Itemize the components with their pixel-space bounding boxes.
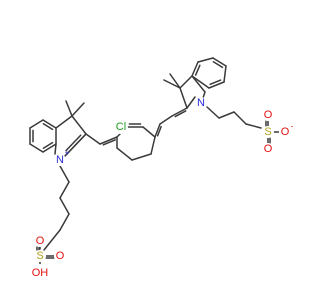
- vinyl-right-1: [159, 115, 173, 125]
- left-chain-5: [43, 229, 61, 251]
- right-chain-3: [233, 111, 247, 125]
- nitrogen-atom-left: N +: [54, 149, 70, 166]
- exocyclic-double: [154, 123, 161, 138]
- vinyl-left-2: [99, 136, 118, 145]
- sulfur-label-right: S: [264, 126, 271, 138]
- hydroxyl-label: OH: [32, 267, 49, 279]
- right-methyl-2: [169, 73, 181, 89]
- sulfur-label-left: S: [36, 250, 43, 262]
- sulfonic-acid-group: S O O OH: [31, 235, 66, 282]
- cyclo-bond-4: [150, 136, 156, 155]
- oxygen-label-right-top: O: [264, 109, 273, 121]
- left-methyl-2: [71, 102, 85, 117]
- right-benzene-bond-double: [209, 79, 222, 86]
- oxygen-label-right-anion: O: [281, 126, 290, 138]
- left-methyl-1: [65, 100, 73, 117]
- vinyl-right-2: [171, 107, 188, 117]
- left-benzene-bond-double: [42, 123, 54, 131]
- left-c2-n-bond: [64, 133, 87, 157]
- left-benzene-bond-double: [42, 141, 54, 149]
- vinyl-left-1: [85, 133, 101, 145]
- right-methyl-1: [163, 79, 181, 89]
- right-c3a-c7a: [191, 75, 206, 93]
- oxygen-label-left-side: O: [56, 250, 65, 262]
- nitrogen-atom-right: N: [195, 97, 207, 109]
- left-chain-2: [59, 181, 70, 199]
- right-c2-n: [186, 96, 196, 109]
- negative-charge: -: [291, 122, 294, 131]
- left-chain-1: [59, 165, 70, 183]
- chlorine-label: Cl: [116, 121, 126, 133]
- left-benzene-bond: [29, 119, 44, 129]
- cyclo-bond-5: [131, 153, 152, 161]
- left-c7a-n: [54, 143, 57, 155]
- chlorine-atom: Cl: [114, 120, 128, 134]
- nitrogen-label-right: N: [197, 97, 205, 109]
- right-benzene-bond: [212, 57, 227, 67]
- bond-lines: [29, 57, 280, 267]
- sulfonate-group: S O O O -: [262, 109, 294, 155]
- left-benzene-bond: [29, 143, 44, 153]
- atom-labels: Cl N + N S O O OH S O: [31, 97, 294, 282]
- positive-charge: +: [65, 149, 70, 158]
- left-c3-c2: [71, 115, 87, 135]
- left-c3a-c3: [55, 115, 73, 129]
- oxygen-label-right-bottom: O: [264, 143, 273, 155]
- right-chain-1: [206, 106, 220, 119]
- left-benzene-bond: [42, 143, 57, 153]
- right-chain-2: [218, 111, 235, 119]
- right-benzene-bond: [191, 75, 210, 89]
- right-benzene-bond: [223, 65, 227, 83]
- right-c2-c3: [179, 87, 188, 109]
- exocyclic-double-double: [156, 125, 162, 137]
- right-benzene-bond: [191, 61, 199, 77]
- left-benzene-bond: [42, 119, 57, 129]
- right-chain-4: [245, 123, 262, 129]
- left-chain-3: [59, 197, 70, 215]
- nitrogen-label-left: N: [56, 154, 64, 166]
- right-benzene-bond: [208, 81, 225, 89]
- vinyl-left-2-double: [102, 139, 116, 146]
- right-c7a-n: [202, 91, 206, 99]
- right-benzene-bond-double: [194, 64, 201, 76]
- vinyl-right-2-double: [174, 110, 187, 118]
- left-chain-4: [59, 213, 70, 231]
- right-c3-c3a: [179, 75, 193, 89]
- cyclo-bond-6: [116, 147, 133, 161]
- right-benzene-bond-double: [212, 61, 224, 69]
- left-c2-n-bond-double: [65, 134, 82, 152]
- cyclo-bond-3: [142, 126, 156, 138]
- right-benzene-bond: [197, 57, 214, 63]
- oxygen-label-left-top: O: [36, 235, 45, 247]
- chemical-structure-diagram: Cl N + N S O O OH S O: [29, 57, 294, 282]
